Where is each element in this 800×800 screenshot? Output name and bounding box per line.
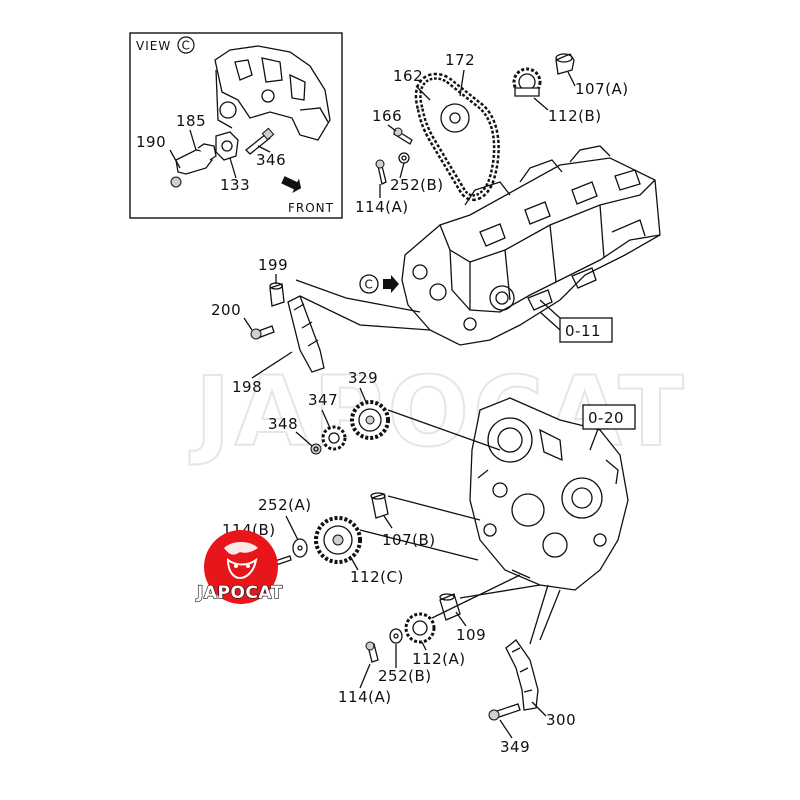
bolt-190-icon: [170, 176, 182, 188]
gear-112a: [404, 612, 436, 644]
label-114a-bottom: 114(A): [338, 688, 392, 706]
label-109: 109: [456, 626, 486, 644]
label-172: 172: [445, 51, 475, 69]
japocat-logo: JAPOCAT: [195, 530, 283, 604]
front-label: FRONT: [288, 201, 334, 215]
view-c-arrow-icon: [383, 275, 399, 293]
label-185: 185: [176, 112, 206, 130]
label-162: 162: [393, 67, 423, 85]
ref-box-0-11: [559, 317, 613, 343]
label-348: 348: [268, 415, 298, 433]
label-252b-top: 252(B): [390, 176, 444, 194]
cylinder-head: [401, 145, 661, 346]
label-200: 200: [211, 301, 241, 319]
front-arrow-icon: [281, 176, 302, 193]
label-112a: 112(A): [412, 650, 466, 668]
pin-107a: [555, 53, 575, 75]
label-107a: 107(A): [575, 80, 629, 98]
label-300: 300: [546, 711, 576, 729]
view-circle-icon: [177, 36, 195, 54]
cat-ear-icon: [224, 542, 258, 555]
logo-text: JAPOCAT: [196, 583, 283, 603]
label-133: 133: [220, 176, 250, 194]
pin-109: [439, 593, 461, 621]
washer-252a: [292, 538, 308, 558]
bolts-top: [375, 127, 413, 185]
label-190: 190: [136, 133, 166, 151]
logo-badge: [204, 530, 278, 604]
label-198: 198: [232, 378, 262, 396]
gear-112c: [314, 516, 362, 564]
timing-chain: [414, 72, 500, 202]
label-346: 346: [256, 151, 286, 169]
label-114a-top: 114(A): [355, 198, 409, 216]
gear-347: [321, 425, 347, 451]
front-cover: [469, 397, 629, 591]
ref-label-0-20: 0-20: [588, 409, 624, 427]
label-199: 199: [258, 256, 288, 274]
cat-face-icon: [226, 557, 258, 580]
ref-label-0-11: 0-11: [565, 322, 601, 340]
washer-252b-bottom: [389, 628, 403, 644]
view-c-marker-icon: [359, 274, 379, 294]
label-349: 349: [500, 738, 530, 756]
pin-107b: [370, 492, 389, 519]
view-c-inset: VIEW C 190 185 133 346 FRONT: [129, 32, 343, 219]
chain-guide-300: [505, 639, 539, 711]
gear-112b: [512, 67, 542, 97]
label-347: 347: [308, 391, 338, 409]
label-252a: 252(A): [258, 496, 312, 514]
ref-box-0-20: [582, 404, 636, 430]
label-329: 329: [348, 369, 378, 387]
label-166: 166: [372, 107, 402, 125]
label-107b: 107(B): [382, 531, 436, 549]
gear-329: [350, 400, 390, 440]
view-circle-letter: C: [182, 39, 191, 53]
label-252b-bottom: 252(B): [378, 667, 432, 685]
label-112b: 112(B): [548, 107, 602, 125]
nut-348: [310, 443, 322, 455]
view-c-marker-letter: C: [365, 278, 374, 292]
label-112c: 112(C): [350, 568, 404, 586]
view-label: VIEW: [136, 39, 171, 53]
